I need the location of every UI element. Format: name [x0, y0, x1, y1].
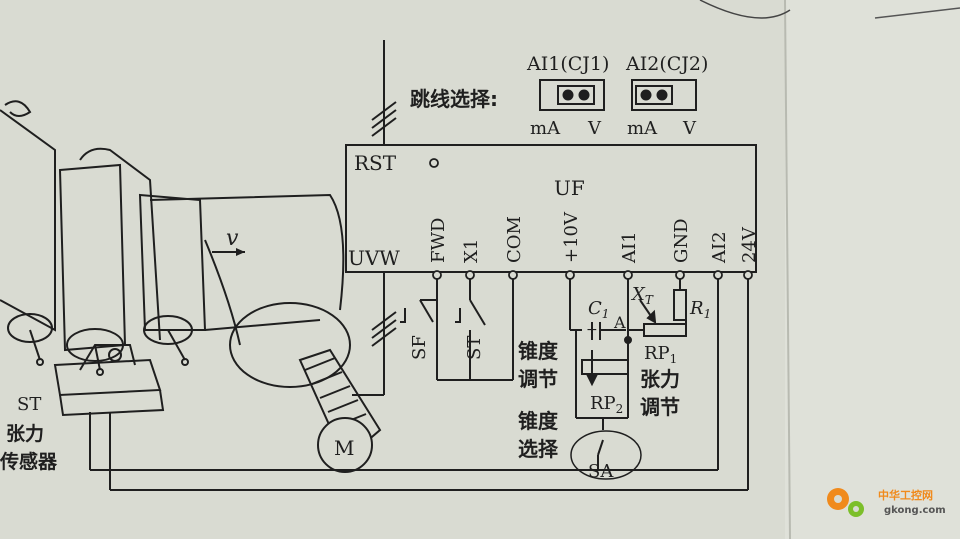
sf-label: SF	[409, 335, 430, 360]
watermark-url: gkong.com	[884, 505, 946, 516]
inverter-box	[345, 144, 757, 273]
taper-select-label-1: 锥度	[518, 409, 559, 433]
taper-adjust-label-2: 调节	[518, 367, 558, 391]
watermark-name: 中华工控网	[878, 488, 933, 502]
terminal-label-com: COM	[504, 216, 525, 263]
c1-plus: +	[586, 322, 598, 338]
terminal-label-ai2: AI2	[709, 231, 730, 264]
motor-label: M	[334, 436, 354, 460]
terminal-x1	[465, 270, 475, 280]
gear-icon	[827, 488, 864, 517]
jumper-ai1-icon	[539, 79, 605, 111]
terminal-label-ai1: AI1	[619, 231, 640, 264]
sensor-label-tension: 张力	[6, 422, 44, 445]
rp1-label: RP1	[644, 343, 677, 366]
watermark: 中华工控网 gkong.com	[827, 488, 946, 517]
st-label: ST	[464, 336, 485, 360]
terminal-label-fwd: FWD	[428, 218, 449, 263]
winding-machine	[0, 100, 382, 473]
rp2-label: RP2	[590, 393, 623, 416]
tension-sensor-icon	[53, 344, 165, 417]
taper-adjust-label-1: 锥度	[518, 339, 559, 363]
terminals	[429, 158, 753, 280]
terminal-ai2	[713, 270, 723, 280]
terminal-24v	[743, 270, 753, 280]
jumper-ai2-v: V	[682, 118, 697, 139]
terminal-label-24v: 24V	[739, 226, 760, 263]
adjacent-page	[785, 0, 960, 539]
velocity-label: v	[226, 226, 239, 251]
jumper-ai1-label: AI1(CJ1)	[526, 53, 609, 75]
terminal-10v	[565, 270, 575, 280]
r1-label: R1	[689, 298, 711, 321]
terminal-label-x1: X1	[461, 239, 482, 263]
terminal-label-gnd: GND	[671, 218, 692, 263]
tension-adjust-label-2: 调节	[640, 395, 680, 419]
jumper-ai1-v: V	[587, 118, 602, 139]
jumper-title: 跳线选择:	[410, 87, 498, 111]
jumper-ai2-icon	[631, 79, 697, 111]
terminal-fwd	[432, 270, 442, 280]
rst-label: RST	[354, 151, 397, 175]
xt-label: XT	[630, 284, 654, 307]
sensor-label-st: ST	[17, 394, 41, 415]
wiring	[89, 40, 757, 491]
jumper-ai2-label: AI2(CJ2)	[625, 53, 708, 75]
uvw-label: UVW	[348, 246, 400, 270]
jumper-ai2-ma: mA	[627, 118, 658, 139]
jumper-ai1-ma: mA	[530, 118, 561, 139]
sa-label: SA	[588, 461, 614, 482]
sensor-label-sensor: 传感器	[0, 450, 58, 473]
taper-select-label-2: 选择	[518, 437, 559, 461]
terminal-com	[508, 270, 518, 280]
node-a-label: A	[613, 313, 626, 332]
motor-icon	[298, 348, 382, 473]
c1-label: C1	[588, 298, 609, 321]
tension-adjust-label-1: 张力	[640, 367, 680, 391]
terminal-gnd	[675, 270, 685, 280]
terminal-ai1	[623, 270, 633, 280]
terminal-label-10v: +10V	[561, 211, 582, 263]
uf-label: UF	[554, 176, 585, 200]
